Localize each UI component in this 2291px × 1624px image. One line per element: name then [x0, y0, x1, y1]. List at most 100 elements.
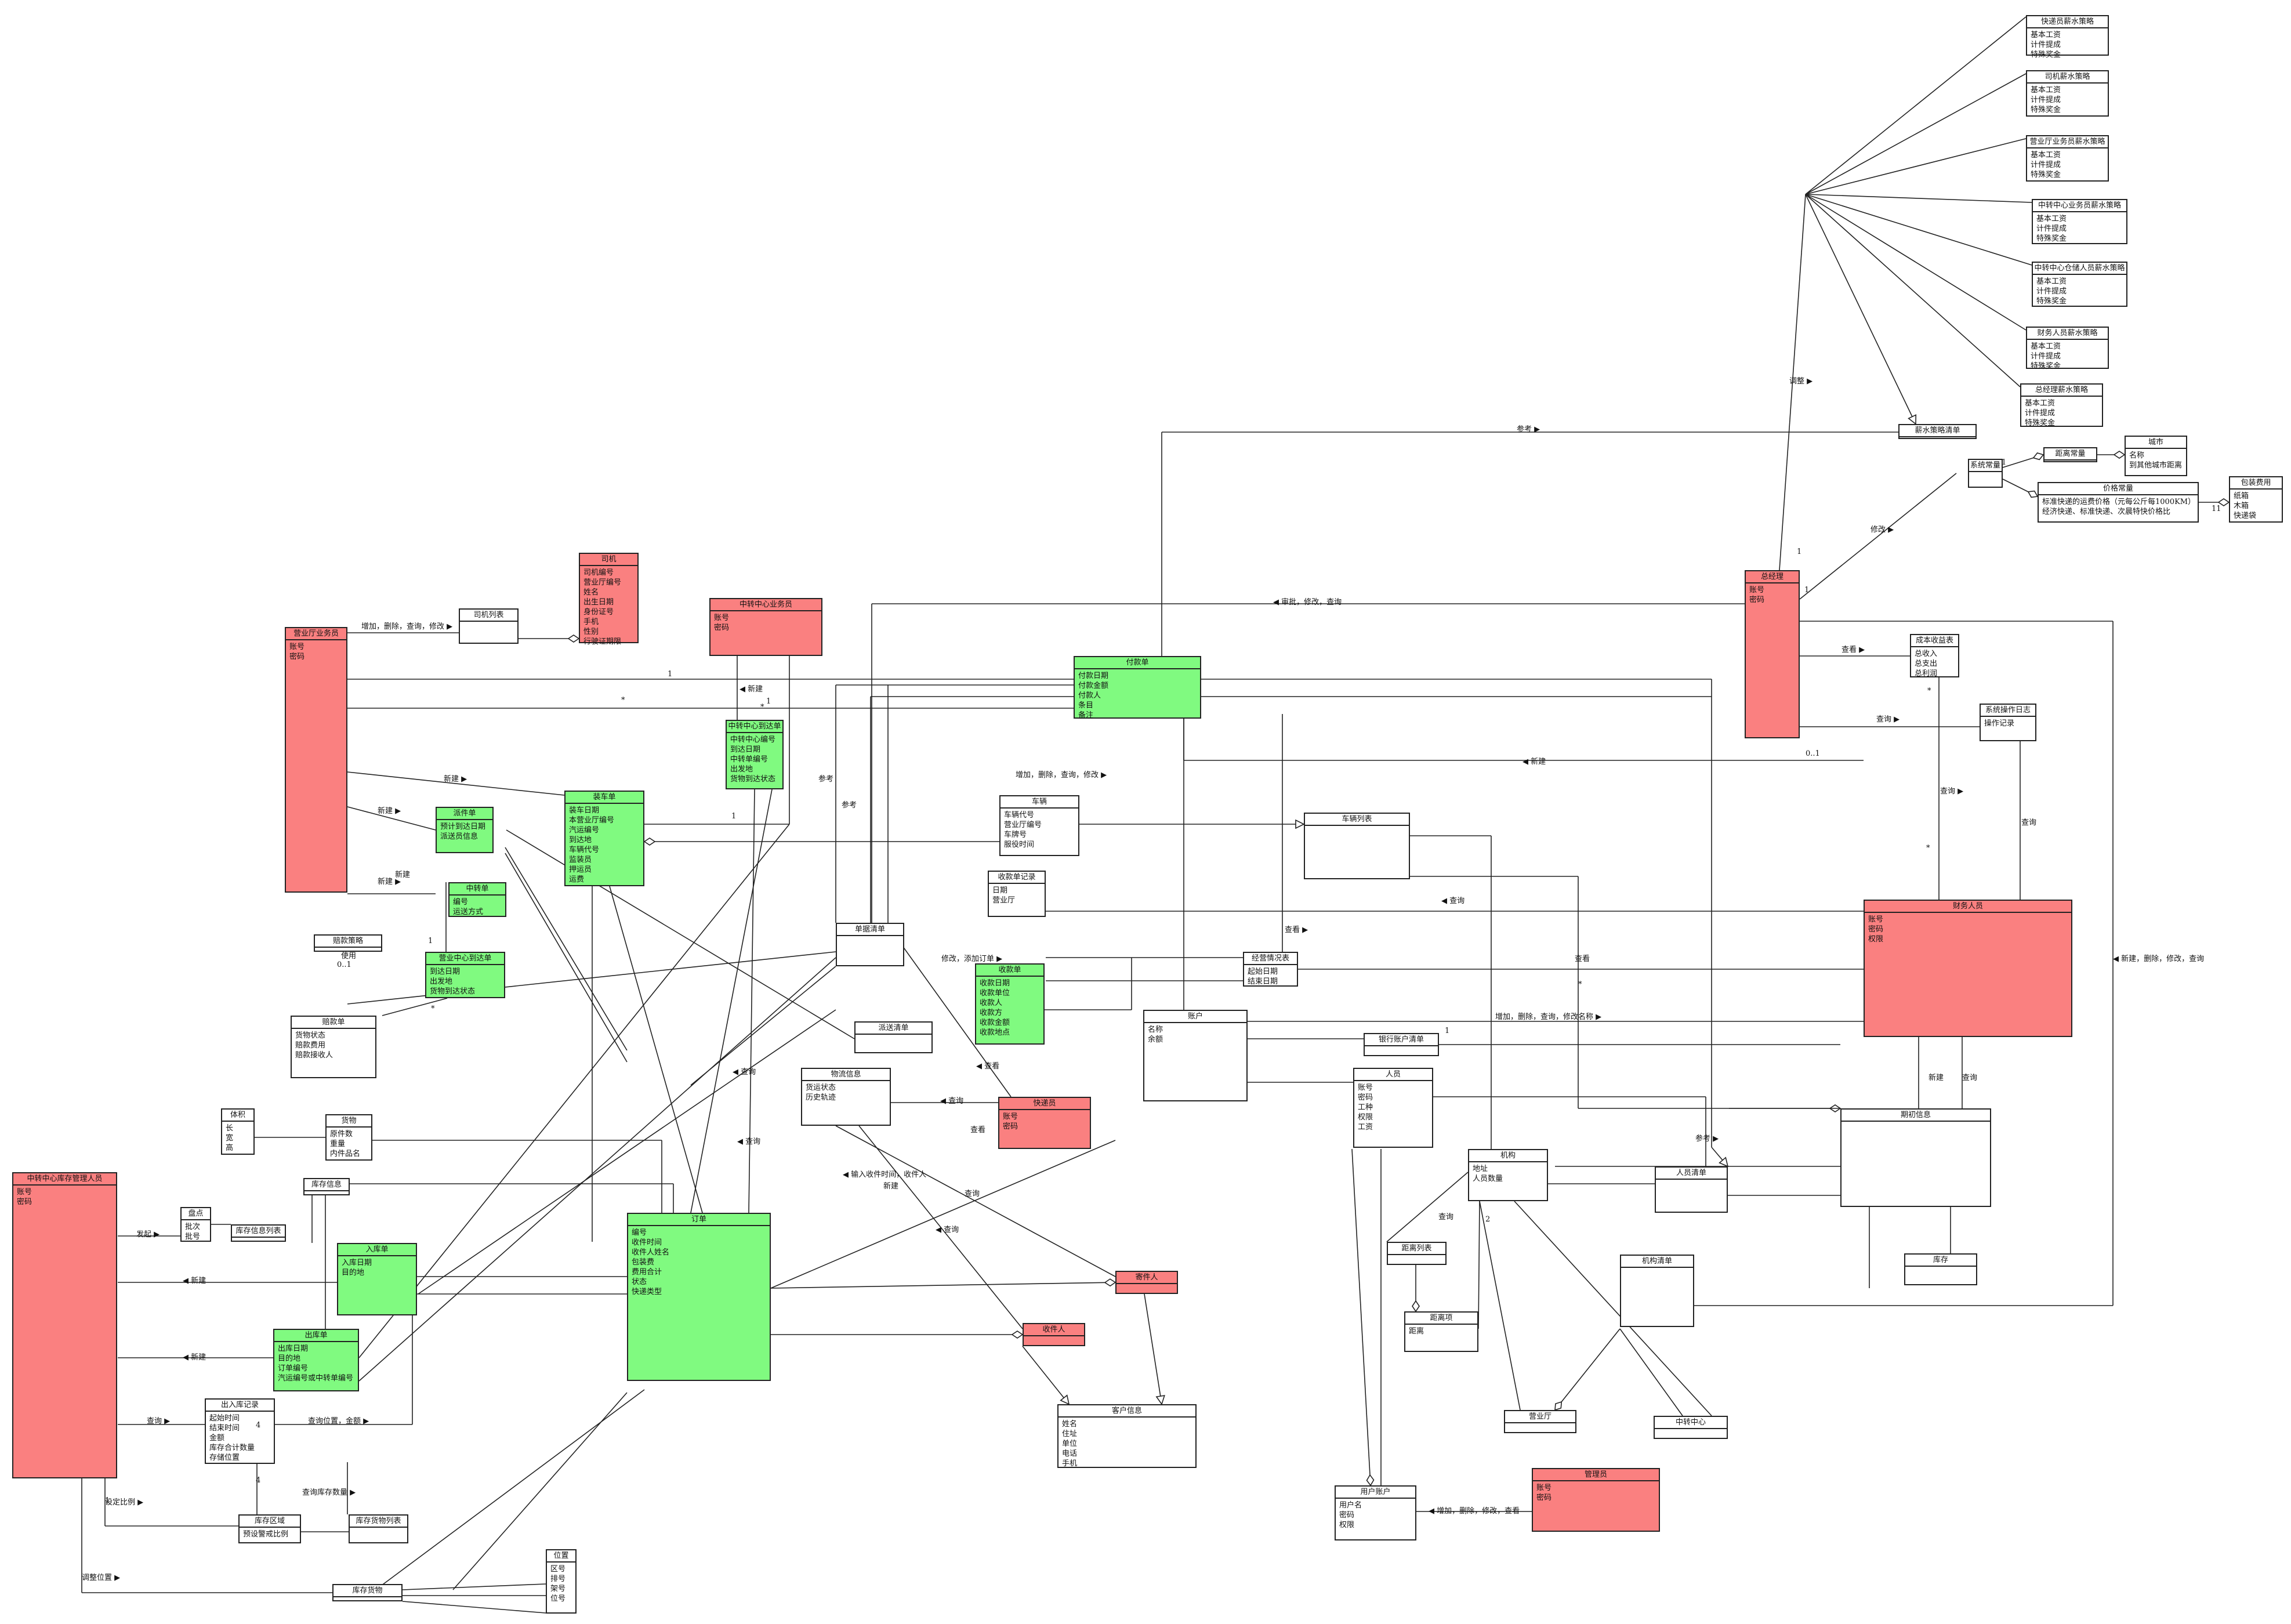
association-label: 查询 ▶: [1940, 787, 1964, 796]
class-attribute: 账号: [1003, 1112, 1018, 1121]
class-box-zzzx-ddd[interactable]: 中转中心到达单中转中心编号到达日期中转单编号出发地货物到达状态: [726, 720, 784, 789]
class-box-jjr[interactable]: 寄件人: [1115, 1271, 1178, 1294]
class-box-psqd[interactable]: 派送清单: [854, 1021, 933, 1053]
class-box-city[interactable]: 城市名称到其他城市距离: [2125, 436, 2187, 476]
class-attribute: 中转中心编号: [730, 735, 776, 744]
class-attribute: 收款金额: [980, 1018, 1010, 1027]
class-attribute: 基本工资: [2031, 86, 2061, 95]
class-box-wlxx[interactable]: 物流信息货运状态历史轨迹: [801, 1068, 891, 1126]
class-attributes: 账号密码: [1746, 583, 1799, 607]
class-box-kchw[interactable]: 库存货物: [332, 1584, 403, 1601]
class-attributes: 司机编号营业厅编号姓名出生日期身份证号手机性别行驶证期限: [580, 566, 637, 648]
class-box-jyqkb[interactable]: 经营情况表起始日期结束日期: [1243, 952, 1298, 987]
class-box-account[interactable]: 账户名称余额: [1143, 1010, 1248, 1101]
class-attributes: 预设警戒比例: [240, 1528, 300, 1541]
class-box-pjd[interactable]: 派件单预计到达日期派送员信息: [436, 807, 494, 853]
class-box-jgqd[interactable]: 机构清单: [1620, 1255, 1694, 1327]
class-box-ryqd[interactable]: 人员清单: [1655, 1166, 1728, 1213]
class-box-yyt[interactable]: 营业厅: [1504, 1410, 1576, 1433]
class-box-xtczrz[interactable]: 系统操作日志操作记录: [1980, 704, 2036, 741]
association-label: ◀ 新建: [1522, 757, 1546, 766]
class-box-pkcl[interactable]: 赔款策略: [314, 934, 382, 952]
class-box-siji[interactable]: 司机司机编号营业厅编号姓名出生日期身份证号手机性别行驶证期限: [579, 553, 639, 646]
class-box-ckd[interactable]: 出库单出库日期目的地订单编号汽运编号或中转单编号: [273, 1329, 359, 1391]
class-attribute: 货物到达状态: [730, 775, 776, 784]
class-box-yyzx-ddd[interactable]: 营业中心到达单到达日期出发地货物到达状态: [425, 952, 505, 998]
class-box-carlist[interactable]: 车辆列表: [1304, 813, 1410, 879]
class-box-weizhi[interactable]: 位置区号排号架号位号: [546, 1549, 577, 1614]
class-attribute: 密码: [1358, 1093, 1373, 1102]
class-box-cwry[interactable]: 财务人员账号密码权限: [1864, 900, 2072, 1037]
class-box-jigou[interactable]: 机构地址人员数量: [1468, 1149, 1548, 1201]
class-box-zz-ck[interactable]: 中转中心库存管理人员账号密码: [12, 1172, 117, 1478]
class-box-jiju[interactable]: 距离项距离: [1404, 1311, 1478, 1352]
class-box-crkjl[interactable]: 出入库记录起始时间结束时间金额库存合计数量存储位置: [205, 1398, 275, 1464]
class-box-jlcl[interactable]: 距离常量: [2043, 447, 2097, 462]
class-box-goods[interactable]: 货物原件数重量内件品名: [325, 1114, 372, 1161]
class-box-zcd[interactable]: 装车单装车日期本营业厅编号汽运编号到达地车辆代号监装员押运员运费: [564, 791, 644, 886]
class-box-skdjl[interactable]: 收款单记录日期营业厅: [988, 871, 1046, 917]
class-box-yhzhqd[interactable]: 银行账户清单: [1364, 1033, 1439, 1056]
class-title: 距离常量: [2044, 448, 2096, 461]
class-box-kdy[interactable]: 快递员账号密码: [998, 1097, 1091, 1149]
class-attributes: 基本工资计件提成特殊奖金: [2033, 212, 2126, 245]
class-box-cbsyb[interactable]: 成本收益表总收入总支出总利润: [1910, 634, 1959, 678]
class-box-kucun[interactable]: 库存: [1904, 1253, 1977, 1285]
class-box-tiji[interactable]: 体积长宽高: [221, 1108, 255, 1155]
class-box-yhzh[interactable]: 用户账户用户名密码权限: [1335, 1485, 1416, 1540]
class-box-zjl-xc[interactable]: 总经理薪水策略基本工资计件提成特殊奖金: [2020, 383, 2103, 427]
class-attribute: 基本工资: [2031, 342, 2061, 351]
class-box-price[interactable]: 价格常量标准快递的运费价格（元每公斤每1000KM）经济快递、标准快递、次晨特快…: [2038, 482, 2199, 523]
class-box-kchwlb[interactable]: 库存货物列表: [349, 1514, 408, 1543]
class-box-pack[interactable]: 包装费用纸箱木箱快递袋: [2229, 476, 2283, 523]
class-box-kcxxlb[interactable]: 库存信息列表: [231, 1224, 286, 1242]
class-box-xsclqd[interactable]: 薪水策略清单: [1898, 424, 1977, 439]
association-label: 发起 ▶: [136, 1230, 160, 1239]
generalization-arrow: [1719, 1157, 1729, 1168]
class-box-zz-ck-xc[interactable]: 中转中心仓储人员薪水策略基本工资计件提成特殊奖金: [2032, 262, 2127, 307]
association-label: 查看: [970, 1126, 986, 1134]
class-box-djqd[interactable]: 单据清单: [836, 923, 904, 966]
class-box-zz-ywy[interactable]: 中转中心业务员账号密码: [709, 598, 822, 656]
class-box-zz-yw-xc[interactable]: 中转中心业务员薪水策略基本工资计件提成特殊奖金: [2032, 199, 2127, 244]
class-box-jllb[interactable]: 距离列表: [1387, 1242, 1447, 1265]
class-box-cw-xc[interactable]: 财务人员薪水策略基本工资计件提成特殊奖金: [2026, 327, 2109, 371]
multiplicity-label: 1: [731, 812, 737, 821]
class-box-sjr[interactable]: 收件人: [1023, 1323, 1085, 1346]
class-title: 价格常量: [2039, 483, 2198, 495]
class-title: 订单: [628, 1214, 770, 1226]
class-box-sj-xc[interactable]: 司机薪水策略基本工资计件提成特殊奖金: [2026, 70, 2109, 117]
class-attribute: 到达地: [569, 836, 592, 844]
class-box-zzzx[interactable]: 中转中心: [1654, 1416, 1728, 1439]
class-box-xtcl[interactable]: 系统常量: [1968, 459, 2003, 488]
class-box-kd-xc[interactable]: 快递员薪水策略基本工资计件提成特殊奖金: [2026, 15, 2109, 59]
class-box-yyt-xc[interactable]: 营业厅业务员薪水策略基本工资计件提成特殊奖金: [2026, 135, 2109, 182]
association-label: 增加，删除，查询，修改 ▶: [361, 622, 453, 631]
association-label: ◀ 查询: [936, 1226, 959, 1234]
class-box-khxx[interactable]: 客户信息姓名住址单位电话手机: [1057, 1404, 1197, 1468]
class-box-rkd[interactable]: 入库单入库日期目的地: [337, 1243, 417, 1315]
class-box-kcqy[interactable]: 库存区域预设警戒比例: [238, 1514, 301, 1543]
class-attributes: [460, 622, 517, 625]
class-attribute: 电话: [1062, 1449, 1078, 1458]
class-attributes: 账号密码: [13, 1186, 116, 1209]
class-box-skd[interactable]: 收款单收款日期收款单位收款人收款方收款金额收款地点: [975, 963, 1045, 1045]
class-box-pkd[interactable]: 赔款单货物状态赔款费用赔款接收人: [291, 1016, 376, 1078]
class-box-car[interactable]: 车辆车辆代号营业厅编号车牌号服役时间: [999, 795, 1079, 856]
class-box-qcxx[interactable]: 期初信息: [1840, 1108, 1991, 1207]
class-box-order[interactable]: 订单编号收件时间收件人姓名包装费费用合计状态快递类型: [627, 1213, 771, 1381]
class-attribute: 权限: [1358, 1113, 1373, 1122]
class-box-zzd[interactable]: 中转单编号运送方式: [448, 882, 506, 917]
class-box-admin[interactable]: 管理员账号密码: [1532, 1468, 1660, 1532]
class-attribute: 条目: [1078, 701, 1094, 710]
class-box-yyt-ywy[interactable]: 营业厅业务员账号密码: [285, 627, 347, 893]
class-title: 中转单: [449, 883, 505, 896]
class-title: 期初信息: [1841, 1110, 1990, 1122]
class-box-sjlb[interactable]: 司机列表: [459, 608, 519, 644]
class-box-zjl[interactable]: 总经理账号密码: [1745, 570, 1800, 738]
class-box-staff[interactable]: 人员账号密码工种权限工资: [1353, 1068, 1433, 1148]
class-box-pandian[interactable]: 盘点批次批号: [180, 1207, 211, 1242]
class-box-fkd[interactable]: 付款单付款日期付款金额付款人条目备注: [1074, 656, 1201, 720]
class-box-kcxx[interactable]: 库存信息: [303, 1178, 350, 1195]
class-attribute: 基本工资: [2036, 277, 2067, 286]
